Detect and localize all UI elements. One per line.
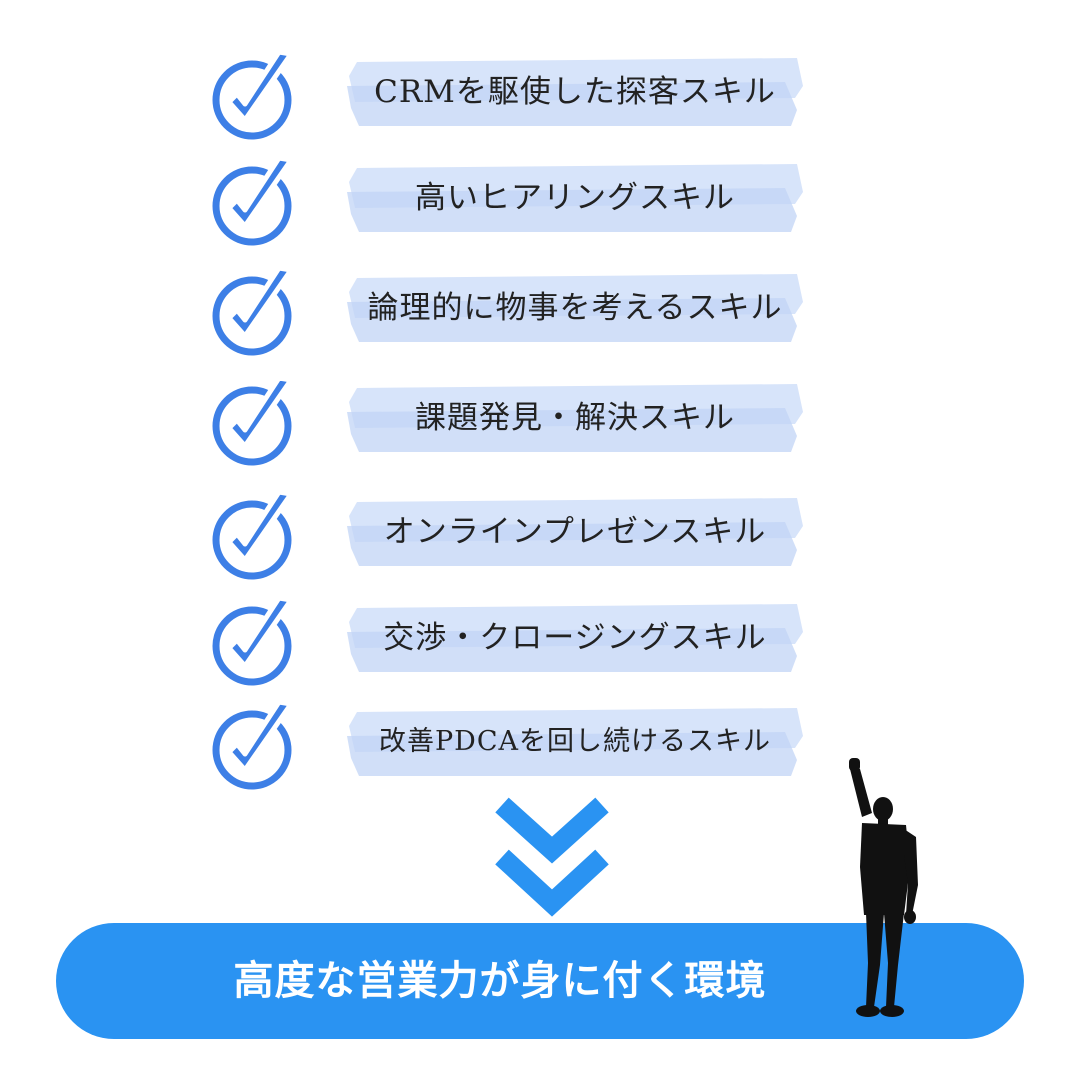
highlight-band [347, 604, 803, 672]
skill-label: 改善PDCAを回し続けるスキル [379, 726, 771, 757]
checkmark-circle-icon [212, 155, 294, 246]
highlight-band [347, 274, 803, 342]
highlight-band [347, 708, 803, 776]
checkmark-circle-icon [212, 375, 294, 466]
highlight-band [347, 58, 803, 126]
skill-item: 改善PDCAを回し続けるスキル [0, 692, 1080, 792]
skill-label: CRMを駆使した探客スキル [374, 74, 776, 110]
skill-label: 論理的に物事を考えるスキル [367, 290, 783, 326]
result-banner [56, 923, 1024, 1039]
skill-item: 課題発見・解決スキル [0, 368, 1080, 468]
skill-item: 交渉・クロージングスキル [0, 588, 1080, 688]
skill-item: CRMを駆使した探客スキル [0, 42, 1080, 142]
person-fist-raised-icon [849, 758, 918, 1017]
skill-label: 高いヒアリングスキル [415, 180, 735, 216]
skill-item: 論理的に物事を考えるスキル [0, 258, 1080, 358]
checkmark-circle-icon [212, 699, 294, 790]
highlight-band [347, 384, 803, 452]
highlight-band [347, 498, 803, 566]
checkmark-circle-icon [212, 49, 294, 140]
skill-item: 高いヒアリングスキル [0, 148, 1080, 248]
result-text: 高度な営業力が身に付く環境 [233, 958, 767, 1004]
checkmark-circle-icon [212, 489, 294, 580]
skill-item: オンラインプレゼンスキル [0, 482, 1080, 582]
checkmark-circle-icon [212, 265, 294, 356]
skill-label: 交渉・クロージングスキル [383, 620, 767, 656]
checkmark-circle-icon [212, 595, 294, 686]
skill-label: オンラインプレゼンスキル [383, 514, 767, 550]
skill-label: 課題発見・解決スキル [415, 400, 735, 436]
highlight-band [347, 164, 803, 232]
double-chevron-down-icon [495, 797, 609, 917]
